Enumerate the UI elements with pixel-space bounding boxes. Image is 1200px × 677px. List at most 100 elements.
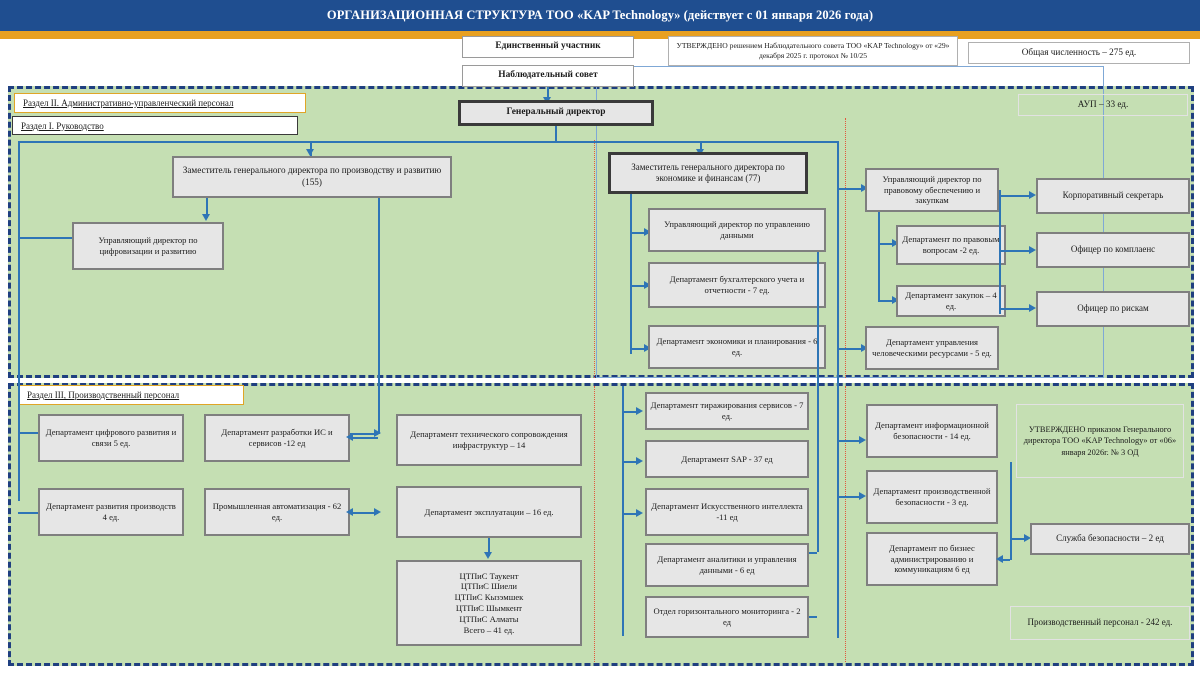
connector-legal-in — [837, 188, 863, 190]
procurement-department-box[interactable]: Департамент закупок – 4 ед. — [896, 285, 1006, 317]
arrow-col3-b — [374, 508, 381, 516]
chart-title-bar: ОРГАНИЗАЦИОННАЯ СТРУКТУРА ТОО «KAP Techn… — [0, 0, 1200, 31]
connector-business-admin-in — [1002, 559, 1010, 561]
arrow-legal-child-2 — [892, 296, 899, 304]
operations-department-box[interactable]: Департамент эксплуатации – 16 ед. — [396, 486, 582, 538]
arrow-business-admin-in — [996, 555, 1003, 563]
connector-security-spine — [1010, 462, 1012, 560]
arrow-col4-3 — [636, 509, 643, 517]
service-centers-box[interactable]: ЦТПиС Таукент ЦТПиС Шиели ЦТПиС Кызэмшек… — [396, 560, 582, 646]
connector-legal-child-2 — [878, 300, 896, 302]
director-order-note-box: УТВЕРЖДЕНО приказом Генерального директо… — [1016, 404, 1184, 478]
connector-hr-in — [837, 348, 863, 350]
connector-col5-2 — [837, 496, 863, 498]
connector-col4-2 — [622, 461, 640, 463]
arrow-col4-2 — [636, 457, 643, 465]
arrow-fin-child-1 — [644, 228, 651, 236]
connector-direct-reports-spine — [999, 190, 1001, 314]
section-tag-production: Раздел III, Производственный персонал — [18, 385, 244, 405]
connector-security-in — [1010, 538, 1028, 540]
accent-bar — [0, 31, 1200, 39]
connector-spine-to-legal — [837, 141, 839, 188]
connector-left-spine — [18, 141, 20, 501]
production-staff-counter-box: Производственный персонал - 242 ед. — [1010, 606, 1190, 640]
connector-col5-1 — [837, 440, 863, 442]
admin-column-outline — [596, 66, 1104, 378]
connector-spine-to-deputy-fin — [700, 141, 702, 156]
connector-deputy-to-digital — [206, 198, 208, 218]
connector-spine-down-production — [837, 348, 839, 638]
connector-col4-1 — [622, 411, 640, 413]
corporate-secretary-box[interactable]: Корпоративный секретарь — [1036, 178, 1190, 214]
connector-spine-to-hr — [837, 188, 839, 348]
business-administration-department-box[interactable]: Департамент по бизнес администрированию … — [866, 532, 998, 586]
connector-dr-3 — [999, 308, 1033, 310]
connector-col4-3 — [622, 513, 640, 515]
arrow-fin-child-2 — [644, 281, 651, 289]
connector-dr-1 — [999, 195, 1033, 197]
connector-col1-b — [18, 512, 52, 514]
connector-fin-child-1 — [630, 232, 648, 234]
connector-legal-down — [878, 212, 880, 300]
connector-deputy-prod-down — [378, 198, 380, 434]
connector-col3-a — [348, 433, 378, 435]
connector-gd-trunk — [555, 126, 557, 142]
deputy-production-box[interactable]: Заместитель генерального директора по пр… — [172, 156, 452, 198]
connector-dr-2 — [999, 250, 1033, 252]
analytics-data-management-department-box[interactable]: Департамент аналитики и управления данны… — [645, 543, 809, 587]
connector-spine-to-deputy-prod — [310, 141, 312, 156]
legal-affairs-department-box[interactable]: Департамент по правовым вопросам -2 ед. — [896, 225, 1006, 265]
divider-admin-right — [845, 118, 846, 378]
managing-director-legal-box[interactable]: Управляющий директор по правовому обеспе… — [865, 168, 999, 212]
connector-fin-child-3 — [630, 348, 648, 350]
hr-department-box[interactable]: Департамент управления человеческими рес… — [865, 326, 999, 370]
aup-counter-box: АУП – 33 ед. — [1018, 94, 1188, 116]
horizontal-monitoring-division-box[interactable]: Отдел горизонтального мониторинга - 2 ед — [645, 596, 809, 638]
divider-prod-right — [845, 386, 846, 662]
arrow-col2-b — [346, 508, 353, 516]
digital-development-department-box[interactable]: Департамент цифрового развития и связи 5… — [38, 414, 184, 462]
arrow-ops-to-centers — [484, 552, 492, 559]
industrial-automation-department-box[interactable]: Промышленная автоматизация - 62 ед. — [204, 488, 350, 536]
connector-col1-a — [18, 432, 52, 434]
arrow-spine-to-deputy-prod — [306, 149, 314, 156]
arrow-security-in — [1024, 534, 1031, 542]
arrow-hr-in — [861, 344, 868, 352]
is-services-development-department-box[interactable]: Департамент разработки ИС и сервисов -12… — [204, 414, 350, 462]
arrow-col5-2 — [859, 492, 866, 500]
connector-col2-col3-b — [350, 512, 378, 514]
section-tag-administrative: Раздел II. Административно-управленчески… — [14, 93, 306, 113]
connector-ops-to-centers — [488, 538, 490, 556]
production-safety-department-box[interactable]: Департамент производственной безопасност… — [866, 470, 998, 524]
arrow-dr-1 — [1029, 191, 1036, 199]
artificial-intelligence-department-box[interactable]: Департамент Искусственного интеллекта -1… — [645, 488, 809, 536]
sap-department-box[interactable]: Департамент SAP - 37 ед — [645, 440, 809, 478]
sole-participant-box[interactable]: Единственный участник — [462, 36, 634, 58]
connector-col2-col3-a — [350, 437, 378, 439]
general-director-box[interactable]: Генеральный директор — [458, 100, 654, 126]
arrow-deputy-to-digital — [202, 214, 210, 221]
information-security-department-box[interactable]: Департамент информационной безопасности … — [866, 404, 998, 458]
accounting-department-box[interactable]: Департамент бухгалтерского учета и отчет… — [648, 262, 826, 308]
security-service-box[interactable]: Служба безопасности – 2 ед — [1030, 523, 1190, 555]
arrow-col5-1 — [859, 436, 866, 444]
arrow-legal-child-1 — [892, 239, 899, 247]
compliance-officer-box[interactable]: Офицер по комплаенс — [1036, 232, 1190, 268]
deputy-finance-box[interactable]: Заместитель генерального директора по эк… — [608, 152, 808, 194]
risk-officer-box[interactable]: Офицер по рискам — [1036, 291, 1190, 327]
managing-director-digital-box[interactable]: Управляющий директор по цифровизации и р… — [72, 222, 224, 270]
connector-board-to-gd — [547, 87, 549, 99]
production-development-department-box[interactable]: Департамент развития производств 4 ед. — [38, 488, 184, 536]
connector-data-down — [817, 252, 819, 552]
economics-planning-department-box[interactable]: Департамент экономики и планирования - 6… — [648, 325, 826, 369]
total-headcount-box: Общая численность – 275 ед. — [968, 42, 1190, 64]
tech-support-infrastructure-department-box[interactable]: Департамент технического сопровождения и… — [396, 414, 582, 466]
arrow-col2-a — [346, 433, 353, 441]
service-replication-department-box[interactable]: Департамент тиражирования сервисов - 7 е… — [645, 392, 809, 430]
arrow-col4-1 — [636, 407, 643, 415]
connector-deputy-fin-down — [630, 194, 632, 354]
connector-fin-child-2 — [630, 285, 648, 287]
managing-director-data-box[interactable]: Управляющий директор по управлению данны… — [648, 208, 826, 252]
supervisory-board-box[interactable]: Наблюдательный совет — [462, 65, 634, 87]
